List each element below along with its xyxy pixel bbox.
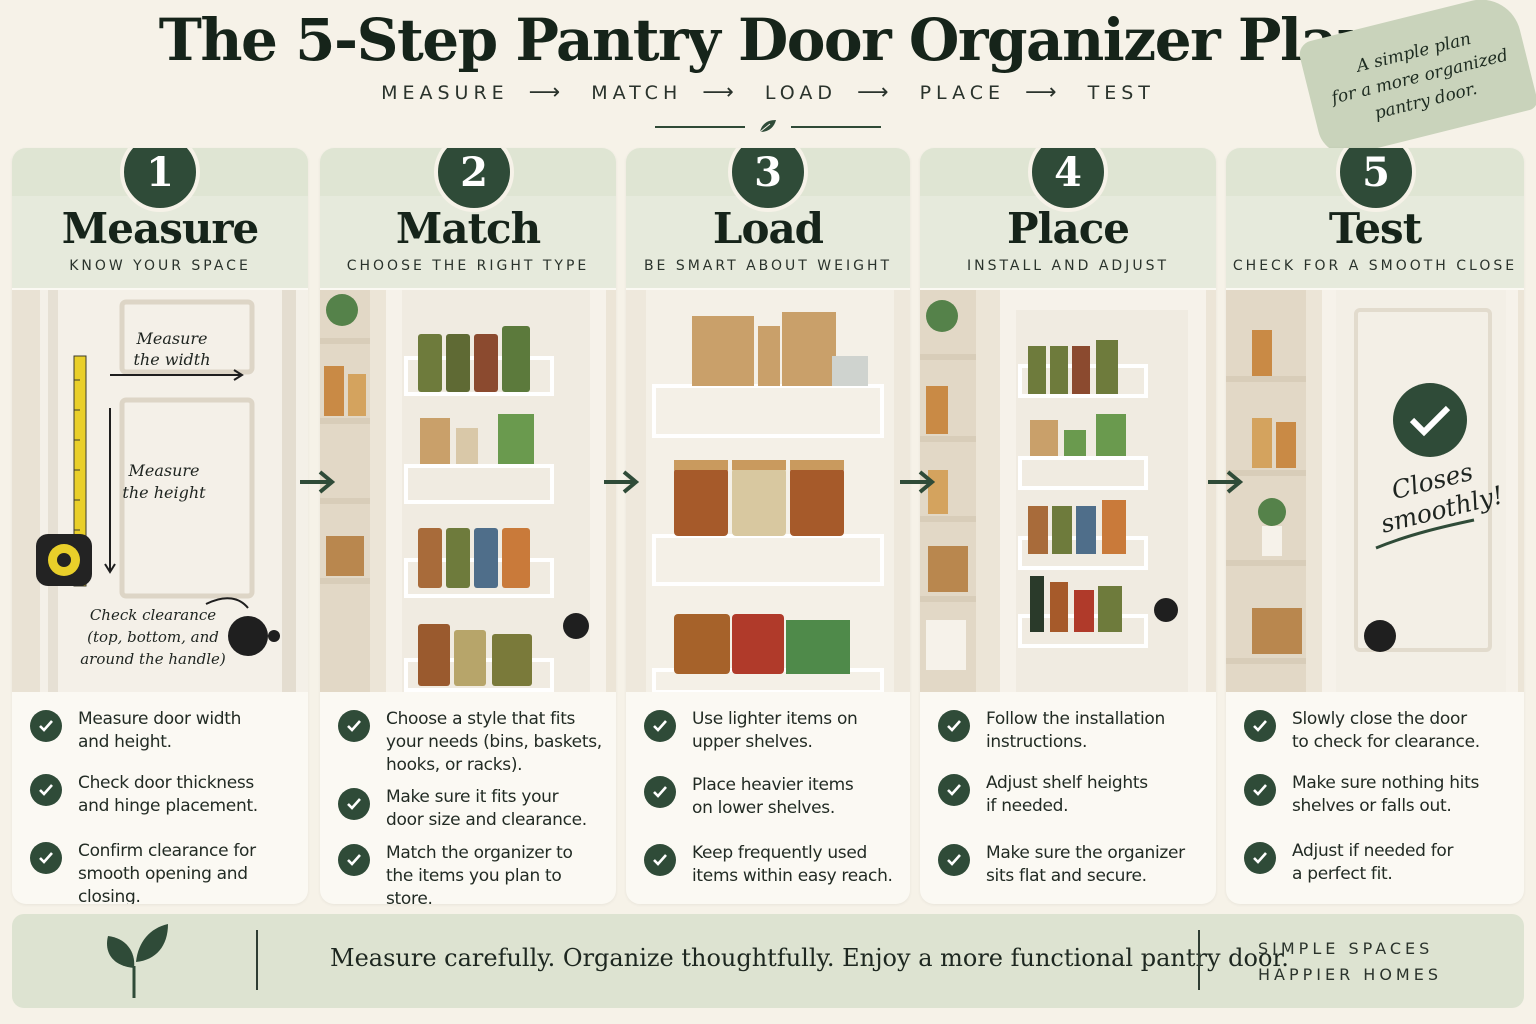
- checklist-item: Match the organizer to the items you pla…: [338, 842, 608, 904]
- step-subtitle: KNOW YOUR SPACE: [69, 258, 251, 274]
- step-card-load: 3 Load BE SMART ABOUT WEIGHT Use lighter…: [626, 148, 910, 904]
- checklist-item: Make sure nothing hits shelves or falls …: [1244, 772, 1479, 818]
- step-card-measure: 1 Measure KNOW YOUR SPACE: [12, 148, 308, 904]
- check-icon: [938, 710, 970, 742]
- check-icon: [1244, 710, 1276, 742]
- installed-organizer-photo: [920, 290, 1216, 692]
- checklist-text: Use lighter items on upper shelves.: [692, 709, 858, 752]
- step-number-badge: 2: [434, 148, 514, 212]
- flow-step: MEASURE: [381, 82, 509, 104]
- checklist-text: Slowly close the door to check for clear…: [1292, 709, 1480, 752]
- page-title: The 5-Step Pantry Door Organizer Plan: [158, 6, 1379, 74]
- checklist-text: Make sure nothing hits shelves or falls …: [1292, 773, 1480, 816]
- checklist-item: Slowly close the door to check for clear…: [1244, 708, 1480, 754]
- check-icon: [938, 844, 970, 876]
- checklist-item: Make sure the organizer sits flat and se…: [938, 842, 1185, 888]
- checklist-item: Follow the installation instructions.: [938, 708, 1165, 754]
- brand-name: SIMPLE SPACES HAPPIER HOMES: [1258, 939, 1442, 984]
- checklist-text: Measure door width and height.: [78, 709, 242, 752]
- arrow-right-icon: ⟶: [1025, 80, 1057, 105]
- arrow-right-icon: [1208, 470, 1244, 494]
- check-icon: [644, 776, 676, 808]
- step-title: Place: [1006, 204, 1130, 253]
- annotation-clearance: Check clearance (top, bottom, and around…: [80, 606, 226, 668]
- step-card-match: 2 Match CHOOSE THE RIGHT TYPE: [320, 148, 616, 904]
- footer-banner: Measure carefully. Organize thoughtfully…: [12, 914, 1524, 1008]
- check-icon: [338, 844, 370, 876]
- checklist-text: Adjust shelf heights if needed.: [986, 773, 1148, 816]
- footer-divider: [256, 930, 258, 990]
- closed-door-photo: [1226, 290, 1524, 692]
- leaf-icon: [759, 120, 776, 133]
- checklist-text: Confirm clearance for smooth opening and…: [78, 841, 256, 904]
- arrow-right-icon: ⟶: [857, 80, 889, 105]
- checklist-text: Keep frequently used items within easy r…: [692, 843, 893, 886]
- footer-tagline: Measure carefully. Organize thoughtfully…: [330, 944, 1289, 972]
- check-icon: [1244, 774, 1276, 806]
- step-flow: MEASURE ⟶ MATCH ⟶ LOAD ⟶ PLACE ⟶ TEST: [0, 80, 1536, 105]
- organizer-match-photo: [320, 290, 616, 692]
- step-subtitle: INSTALL AND ADJUST: [966, 258, 1170, 274]
- arrow-right-icon: [604, 470, 640, 494]
- check-icon: [30, 710, 62, 742]
- leaf-icon: [107, 924, 168, 998]
- check-icon: [644, 710, 676, 742]
- step-title: Measure: [61, 204, 259, 253]
- step-card-test: 5 Test CHECK FOR A SMOOTH CLOSE Closes s…: [1226, 148, 1524, 904]
- loaded-organizer-photo: [626, 290, 910, 694]
- step-title: Load: [712, 204, 824, 253]
- step-number-badge: 3: [728, 148, 808, 212]
- checklist-text: Match the organizer to the items you pla…: [386, 843, 573, 904]
- arrow-right-icon: ⟶: [528, 80, 561, 105]
- card-header: [1226, 148, 1524, 288]
- step-title: Match: [395, 204, 541, 253]
- check-icon: [30, 774, 62, 806]
- checklist-text: Make sure the organizer sits flat and se…: [986, 843, 1185, 886]
- step-subtitle: CHOOSE THE RIGHT TYPE: [346, 258, 590, 274]
- step-subtitle: CHECK FOR A SMOOTH CLOSE: [1232, 258, 1518, 274]
- annotation-width: Measure the width: [133, 329, 211, 369]
- step-number-badge: 5: [1336, 148, 1416, 212]
- step-number-badge: 4: [1028, 148, 1108, 212]
- footer-divider: [1198, 930, 1200, 990]
- checklist-item: Adjust shelf heights if needed.: [938, 772, 1148, 818]
- check-icon: [338, 710, 370, 742]
- checklist-text: Choose a style that fits your needs (bin…: [386, 709, 602, 775]
- divider-line: [655, 126, 745, 128]
- title-divider: [655, 118, 881, 134]
- checklist-item: Use lighter items on upper shelves.: [644, 708, 858, 754]
- divider-line: [791, 126, 881, 128]
- arrow-right-icon: [900, 470, 936, 494]
- checklist-text: Follow the installation instructions.: [986, 709, 1165, 752]
- checklist-item: Measure door width and height.: [30, 708, 241, 754]
- check-icon: [338, 788, 370, 820]
- checklist-item: Place heavier items on lower shelves.: [644, 774, 854, 820]
- checklist-item: Make sure it fits your door size and cle…: [338, 786, 587, 832]
- check-icon: [644, 844, 676, 876]
- flow-step: LOAD: [764, 82, 837, 104]
- arrow-right-icon: ⟶: [702, 80, 734, 105]
- arrow-right-icon: [300, 470, 336, 494]
- step-number-badge: 1: [120, 148, 200, 212]
- checklist-item: Keep frequently used items within easy r…: [644, 842, 893, 888]
- flow-step: MATCH: [591, 82, 683, 104]
- step-subtitle: BE SMART ABOUT WEIGHT: [643, 258, 893, 274]
- checklist-item: Adjust if needed for a perfect fit.: [1244, 840, 1453, 886]
- checklist-text: Check door thickness and hinge placement…: [78, 773, 258, 816]
- door-measure-illustration: [12, 290, 308, 692]
- flow-step: TEST: [1087, 82, 1155, 104]
- checklist-item: Check door thickness and hinge placement…: [30, 772, 258, 818]
- check-icon: [938, 774, 970, 806]
- checklist-text: Adjust if needed for a perfect fit.: [1292, 841, 1454, 884]
- check-icon: [1244, 842, 1276, 874]
- flow-step: PLACE: [919, 82, 1006, 104]
- checklist-text: Make sure it fits your door size and cle…: [386, 787, 587, 830]
- checklist-item: Choose a style that fits your needs (bin…: [338, 708, 602, 777]
- annotation-height: Measure the height: [122, 461, 206, 502]
- step-card-place: 4 Place INSTALL AND ADJUST: [920, 148, 1216, 904]
- check-icon: [30, 842, 62, 874]
- checklist-item: Confirm clearance for smooth opening and…: [30, 840, 300, 904]
- step-title: Test: [1328, 204, 1422, 253]
- checklist-text: Place heavier items on lower shelves.: [692, 775, 854, 818]
